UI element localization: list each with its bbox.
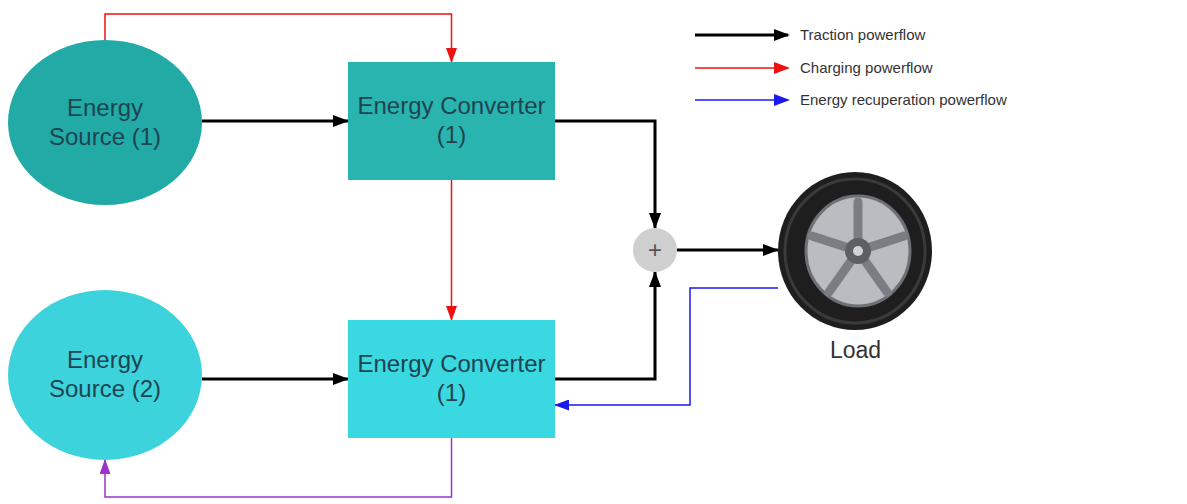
powerflow-arrow bbox=[555, 272, 655, 379]
node-label: Energy Converter (1) bbox=[357, 350, 547, 408]
powerflow-arrow bbox=[451, 180, 453, 320]
powerflow-arrow bbox=[677, 249, 778, 252]
legend-line-sample bbox=[695, 99, 788, 101]
legend-label: Traction powerflow bbox=[800, 26, 925, 43]
powerflow-arrow bbox=[202, 120, 348, 123]
powerflow-arrow bbox=[555, 121, 655, 228]
legend-line-sample bbox=[695, 67, 788, 69]
energy-source: Energy Source (2) bbox=[8, 290, 202, 460]
legend-label: Charging powerflow bbox=[800, 59, 933, 76]
powerflow-arrow bbox=[555, 288, 778, 405]
node-label: Energy Converter (1) bbox=[357, 92, 547, 150]
powerflow-arrow bbox=[202, 378, 348, 381]
node-label: Energy Source (1) bbox=[45, 94, 165, 152]
node-label: Load bbox=[830, 337, 881, 365]
energy-source: Energy Source (1) bbox=[8, 40, 202, 205]
legend-label: Energy recuperation powerflow bbox=[800, 91, 1007, 108]
powerflow-arrow bbox=[105, 438, 452, 497]
legend-line-sample bbox=[695, 34, 788, 37]
node-label: + bbox=[648, 236, 662, 265]
tire-picture bbox=[778, 172, 932, 330]
node-label: Energy Source (2) bbox=[45, 346, 165, 404]
sum-junction: + bbox=[633, 228, 677, 272]
energy-converter: Energy Converter (1) bbox=[348, 62, 555, 180]
load-node: Load bbox=[778, 170, 933, 365]
energy-converter: Energy Converter (1) bbox=[348, 320, 555, 438]
